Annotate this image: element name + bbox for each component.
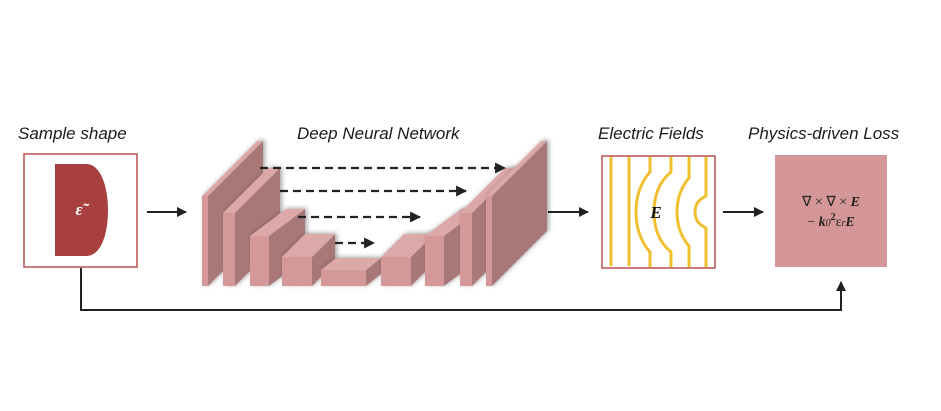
field-line-curved xyxy=(652,157,673,267)
e-vector: E xyxy=(850,195,860,210)
electric-fields-panel: E xyxy=(601,155,716,269)
block-top-face xyxy=(486,141,547,196)
field-line-curved xyxy=(634,157,652,267)
block-side-face xyxy=(235,168,280,286)
field-lines xyxy=(609,157,708,267)
k-subscript: 0 xyxy=(826,218,831,229)
field-line-curved xyxy=(675,157,691,267)
block-top-face xyxy=(250,209,305,236)
epsilon-subscript: r xyxy=(842,218,846,229)
block-front-face xyxy=(202,196,208,286)
block-top-face xyxy=(223,168,280,213)
block-front-face xyxy=(425,236,444,286)
loss-equation-line2: − k02εrE xyxy=(807,212,855,230)
epsilon-r-symbol: ε xyxy=(836,215,842,230)
block-front-face xyxy=(282,257,312,286)
decoder-block-4 xyxy=(486,141,547,286)
e-field-symbol: E xyxy=(649,203,661,222)
squared-superscript: 2 xyxy=(831,212,836,223)
physics-loss-title: Physics-driven Loss xyxy=(748,124,900,143)
k-symbol: k xyxy=(819,215,826,230)
encoder-block-4 xyxy=(282,234,335,286)
curl-curl-operator: ∇ × ∇ × xyxy=(801,195,851,210)
encoder-block-3 xyxy=(250,209,305,286)
block-side-face xyxy=(366,258,381,286)
minus-sign: − xyxy=(807,215,818,230)
block-side-face xyxy=(269,209,305,286)
block-front-face xyxy=(321,270,366,286)
encoder-block-2 xyxy=(223,168,280,286)
sample-shape-panel: ε̃ xyxy=(23,153,138,268)
sample-shape-title: Sample shape xyxy=(18,124,127,143)
block-front-face xyxy=(250,236,269,286)
unet-blocks xyxy=(202,141,547,286)
block-side-face xyxy=(312,234,335,286)
block-top-face xyxy=(282,234,335,257)
loss-box xyxy=(775,155,887,267)
bottleneck-block xyxy=(321,258,381,286)
electric-fields-title: Electric Fields xyxy=(598,124,704,143)
block-front-face xyxy=(223,213,235,286)
loss-equation-line1: ∇ × ∇ × E xyxy=(801,195,860,210)
network-title: Deep Neural Network xyxy=(297,124,460,143)
block-top-face xyxy=(202,141,263,196)
field-line-curved xyxy=(693,157,708,267)
d-shape xyxy=(55,164,108,256)
block-front-face xyxy=(381,257,411,286)
skip-connections xyxy=(260,162,507,249)
block-top-face xyxy=(381,234,434,257)
block-front-face xyxy=(486,196,492,286)
e-vector: E xyxy=(844,215,854,230)
block-top-face xyxy=(321,258,381,270)
block-front-face xyxy=(460,213,472,286)
block-side-face xyxy=(492,141,547,286)
physics-loss-panel: ∇ × ∇ × E − k02εrE xyxy=(775,155,887,267)
feedback-arrow xyxy=(80,268,846,311)
